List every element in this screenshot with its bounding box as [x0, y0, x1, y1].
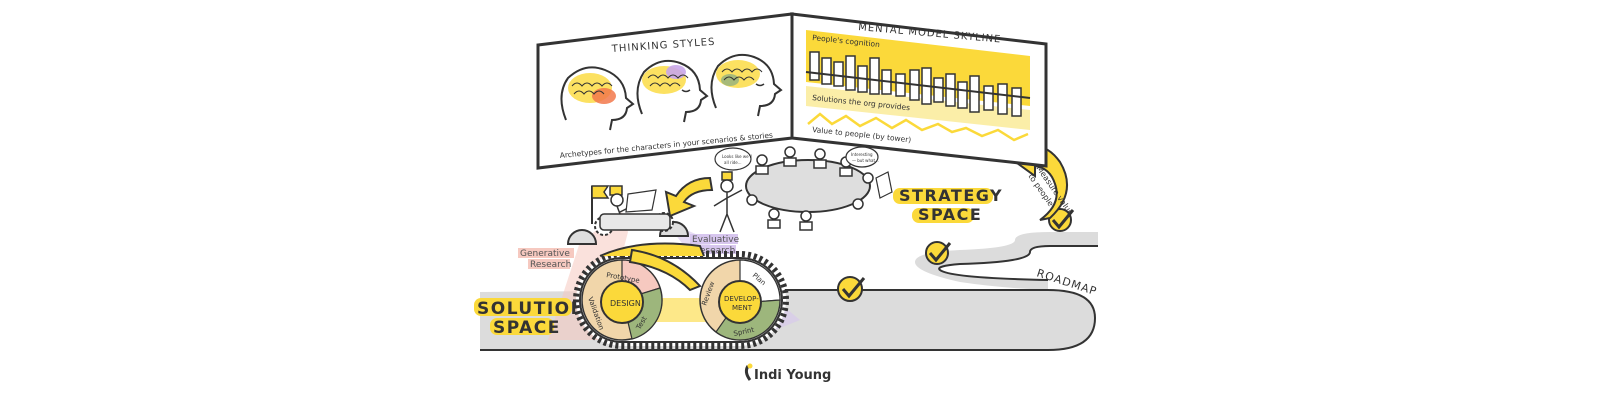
design-cycle: DESIGN Prototype Validation Test [581, 259, 663, 341]
bubble-right-line1: Interesting [851, 152, 873, 157]
strategy-space-label: STRATEGY SPACE [893, 186, 1003, 224]
evaluative-line1: Evaluative [692, 235, 740, 245]
solution-space-label: SOLUTION SPACE [474, 298, 586, 338]
solution-word: SOLUTION [477, 299, 586, 319]
handoff-arrow [664, 176, 714, 218]
generative-research-label: Generative Research [518, 248, 574, 270]
checkmark-1 [837, 276, 866, 302]
logo-text: Indi Young [754, 368, 831, 383]
meeting-table: Looks like we'll all ride... Interesting… [713, 146, 893, 233]
tank-vehicle: DESIGN Prototype Validation Test DEVELOP… [566, 185, 789, 349]
development-line2: MENT [732, 304, 753, 312]
checkmark-2 [925, 241, 952, 265]
generative-line2: Research [530, 260, 571, 270]
strategy-word: STRATEGY [899, 186, 1003, 205]
design-label: DESIGN [610, 299, 641, 308]
speech-bubble-right: Interesting — but what... [845, 146, 879, 168]
rider [609, 185, 657, 215]
generative-line1: Generative [520, 249, 570, 259]
solutions-band [806, 86, 1030, 130]
bubble-left-line2: all ride... [724, 160, 742, 165]
development-cycle: DEVELOP- MENT Plan Review Sprint [699, 259, 781, 341]
development-line1: DEVELOP- [724, 295, 759, 303]
head-3 [710, 53, 783, 117]
head-1 [560, 66, 635, 131]
thinking-styles-panel: THINKING STYLES Archetypes for the chara… [536, 12, 794, 170]
skyline-panel: MENTAL MODEL SKYLINE People's cognition … [790, 12, 1048, 168]
flag [591, 185, 610, 224]
indi-young-logo: Indi Young [744, 363, 831, 383]
bubble-right-line2: — but what... [852, 158, 879, 163]
value-line [807, 112, 1029, 142]
space-word: SPACE [918, 205, 982, 224]
head-2 [636, 59, 709, 123]
solution-space-word: SPACE [493, 318, 561, 338]
skyline-towers [809, 51, 1022, 117]
speech-bubble-left: Looks like we'll all ride... [714, 147, 752, 171]
presenter [713, 171, 743, 233]
bubble-left-line1: Looks like we'll [722, 154, 752, 159]
